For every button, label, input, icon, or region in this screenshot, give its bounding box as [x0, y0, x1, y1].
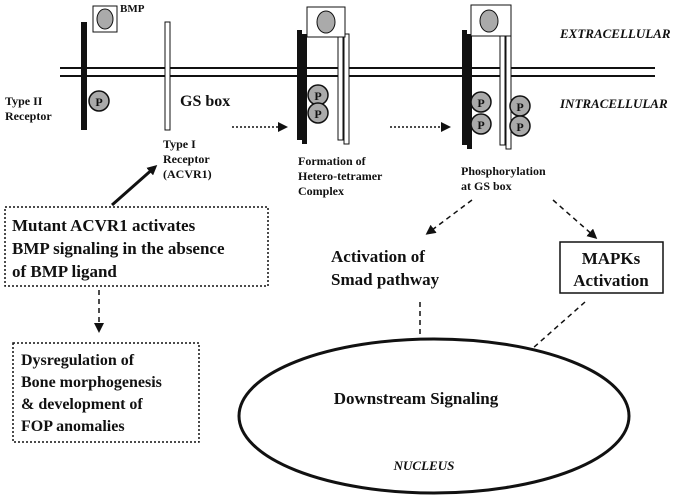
type-ii-label-line2: Receptor: [5, 109, 52, 123]
type-i-label-line2: Receptor: [163, 152, 210, 166]
formation-label-line2: Hetero-tetramer: [298, 169, 383, 183]
bmp-ligand: [92, 5, 118, 33]
type-ii-receptor: P: [81, 22, 110, 130]
svg-text:P: P: [516, 120, 523, 134]
to-smad-arrow: [425, 199, 473, 235]
svg-text:P: P: [477, 118, 484, 132]
phosphate-label: P: [95, 95, 102, 109]
mapk-text-line2: Activation: [573, 271, 649, 290]
phosphorylation-label-line1: Phosphorylation: [461, 164, 546, 178]
svg-text:P: P: [314, 89, 321, 103]
mutant-text-line2: BMP signaling in the absence: [12, 239, 225, 258]
nucleus-ellipse: [237, 337, 631, 495]
hetero-tetramer-complex: P P: [297, 6, 350, 145]
phosphorylated-complex: P P P P: [462, 4, 531, 150]
phosphate-circle: [88, 90, 110, 112]
formation-label-line3: Complex: [298, 184, 344, 198]
dysregulation-text-line4: FOP anomalies: [21, 418, 125, 435]
dysregulation-text-line1: Dysregulation of: [21, 352, 135, 369]
nucleus-label: NUCLEUS: [393, 458, 455, 473]
dysregulation-box: [12, 342, 200, 443]
mutant-acvr1-box: [4, 206, 269, 287]
mapk-text-line1: MAPKs: [582, 249, 641, 268]
extracellular-label: EXTRACELLULAR: [559, 26, 671, 41]
cell-membrane: [60, 67, 655, 77]
smad-text-line2: Smad pathway: [331, 270, 440, 289]
dysregulation-text-line3: & development of: [21, 396, 143, 413]
type-i-receptor: [164, 21, 171, 131]
gs-box-label: GS box: [180, 93, 230, 110]
smad-text-line1: Activation of: [331, 247, 425, 266]
formation-label-line1: Formation of: [298, 154, 367, 168]
bmp-label: BMP: [120, 3, 145, 15]
type-i-label-line1: Type I: [163, 137, 196, 151]
mapk-to-downstream-arrow: [512, 301, 586, 366]
mutant-text-line3: of BMP ligand: [12, 262, 117, 281]
svg-text:P: P: [516, 100, 523, 114]
type-ii-label-line1: Type II: [5, 94, 43, 108]
dysregulation-text-line2: Bone morphogenesis: [21, 374, 162, 391]
downstream-signaling-label: Downstream Signaling: [334, 389, 499, 408]
phosphorylation-label-line2: at GS box: [461, 179, 512, 193]
svg-text:P: P: [477, 96, 484, 110]
intracellular-label: INTRACELLULAR: [559, 96, 668, 111]
mutant-to-receptor-arrow: [111, 165, 158, 207]
type-i-label-line3: (ACVR1): [163, 167, 212, 181]
svg-text:P: P: [314, 107, 321, 121]
mutant-text-line1: Mutant ACVR1 activates: [12, 216, 196, 235]
mapk-box: [559, 241, 664, 294]
to-mapk-arrow: [552, 199, 598, 239]
